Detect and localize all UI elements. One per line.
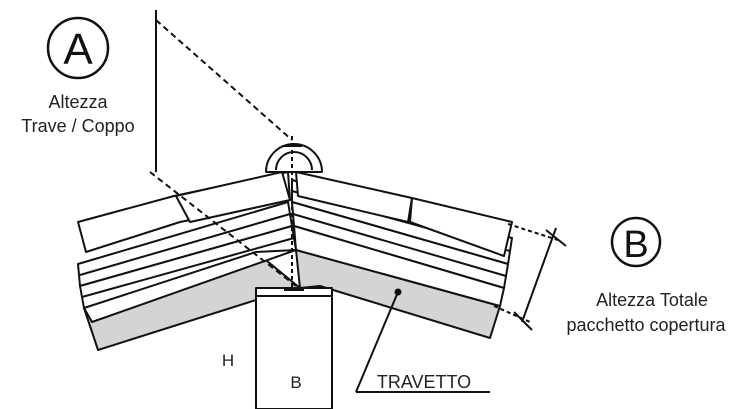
beam-b-label: B <box>290 373 301 392</box>
marker-b-letter: B <box>623 224 648 266</box>
marker-b-caption-1: Altezza Totale <box>596 290 708 310</box>
dimension-a-top-extension <box>155 19 293 141</box>
travetto-label: TRAVETTO <box>377 372 471 392</box>
marker-b-caption-2: pacchetto copertura <box>566 315 726 335</box>
ridge-tile-inner <box>275 151 313 171</box>
dimension-b-line <box>521 227 557 323</box>
travetto-leader <box>355 291 399 393</box>
ridge-tile <box>265 143 323 173</box>
marker-a-caption-2: Trave / Coppo <box>21 116 134 136</box>
travetto-point <box>394 288 402 296</box>
beam-section <box>255 287 333 409</box>
tile-row-right <box>295 171 413 223</box>
dimension-b-tick-top <box>545 229 567 247</box>
dimension-a-bottom-extension <box>149 171 297 287</box>
marker-a-circle <box>46 16 110 80</box>
tile-right-2 <box>409 197 513 257</box>
marker-a-letter: A <box>63 25 93 74</box>
marker-b-circle <box>610 216 662 268</box>
tile-left-2 <box>175 171 291 223</box>
roof-line-right-b <box>292 213 507 277</box>
marker-a-caption-1: Altezza <box>48 92 108 112</box>
roof-line-left-b <box>81 237 295 298</box>
roof-line-left-a <box>79 213 291 276</box>
dimension-b-top-extension <box>507 223 559 241</box>
dimension-b-tick-bottom <box>513 311 533 331</box>
roof-layer-right-3 <box>293 225 505 307</box>
beam-h-label: H <box>222 351 234 370</box>
